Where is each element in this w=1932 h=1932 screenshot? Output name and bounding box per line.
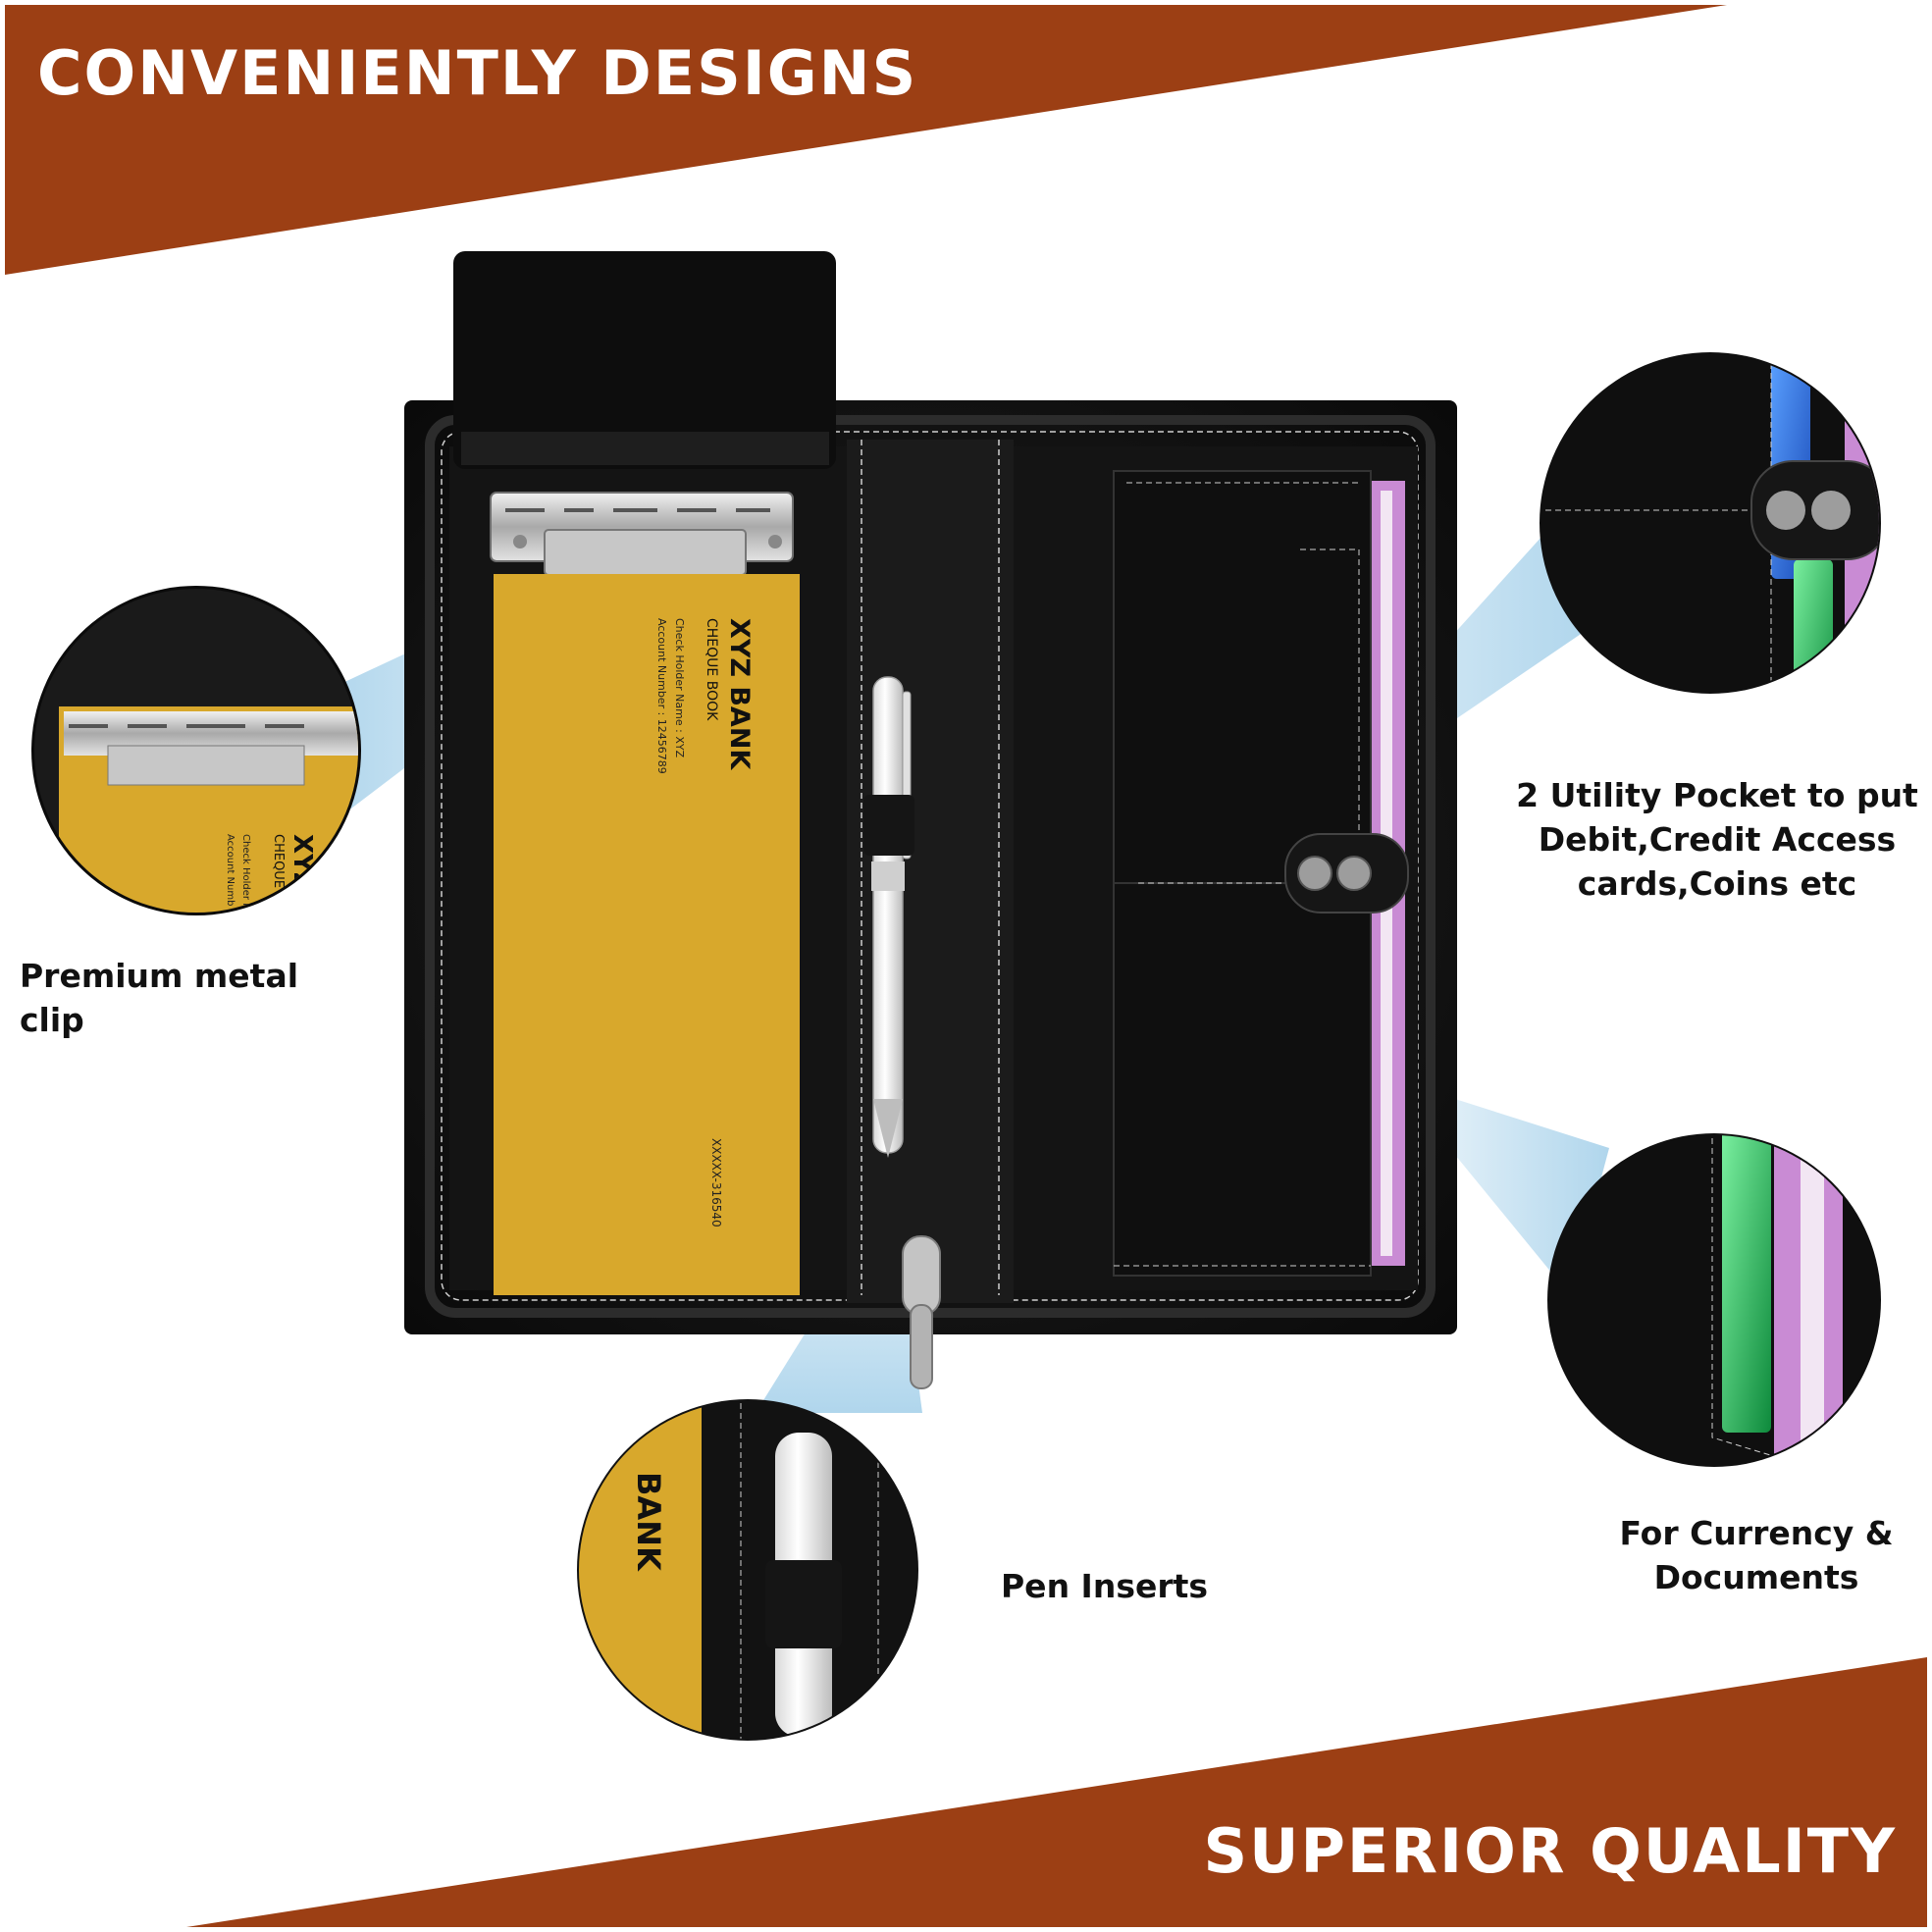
cheque-account: Account Number : 12456789 xyxy=(655,618,668,774)
currency-zoom-circle xyxy=(1547,1133,1881,1467)
pen xyxy=(863,676,914,1158)
pocket-zoom-circle xyxy=(1540,352,1881,694)
pen-loop xyxy=(863,795,914,856)
cheque-holder: Check Holder Name : XYZ xyxy=(673,618,686,758)
cheque-serial: XXXXX-316540 xyxy=(709,1138,723,1227)
top-banner xyxy=(5,5,1727,275)
zoom-clip-account: Account Numb xyxy=(225,834,235,906)
zoom-clip-sub: CHEQUE BO xyxy=(271,834,286,911)
caption-pen-inserts: Pen Inserts xyxy=(1001,1567,1209,1605)
caption-utility-pocket: 2 Utility Pocket to put Debit,Credit Acc… xyxy=(1516,776,1918,903)
utility-pocket-upper xyxy=(1113,470,1372,884)
utility-pocket-lower xyxy=(1113,882,1372,1277)
zoom-clip-holder: Check Holder N xyxy=(240,834,251,911)
top-banner-title: CONVENIENTLY DESIGNS xyxy=(37,37,918,109)
cheque-subtitle: CHEQUE BOOK xyxy=(704,618,719,721)
bottom-banner xyxy=(186,1657,1927,1927)
cheque-book xyxy=(494,574,800,1295)
metal-clip xyxy=(490,492,794,576)
clip-zoom-circle: XYZ B CHEQUE BO Check Holder N Account N… xyxy=(31,586,361,915)
zoom-pen-bank: BANK xyxy=(630,1472,667,1572)
top-strap xyxy=(453,251,836,469)
pen-zoom-circle: BANK xyxy=(577,1399,918,1741)
zipper-pull xyxy=(902,1235,941,1389)
snap-button-strap xyxy=(1284,833,1409,914)
cheque-bank-name: XYZ BANK xyxy=(724,618,755,770)
caption-metal-clip: Premium metal clip xyxy=(20,957,299,1039)
caption-currency: For Currency & Documents xyxy=(1619,1514,1894,1596)
bottom-banner-title: SUPERIOR QUALITY xyxy=(1203,1815,1897,1887)
